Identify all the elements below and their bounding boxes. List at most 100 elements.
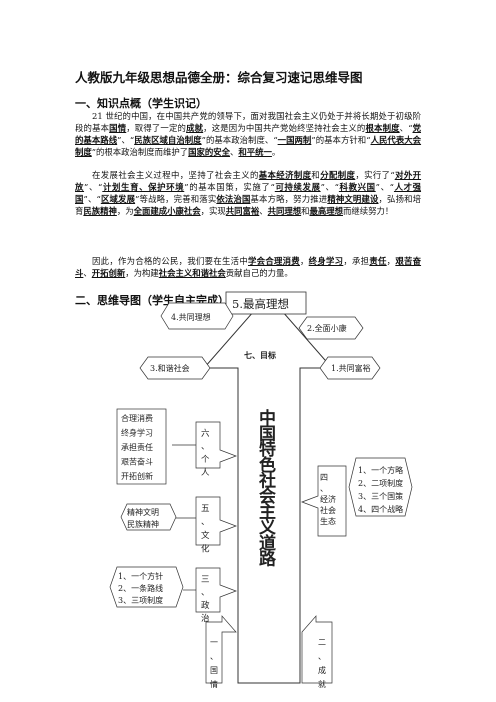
key-term: 国家的安全 [188, 146, 231, 157]
key-term: 成就 [186, 122, 204, 133]
text-run: ”、“ [375, 181, 394, 192]
personal-list-item: 承担责任 [121, 442, 153, 452]
node-three-char: 三 [201, 575, 210, 585]
node-six-box [195, 421, 237, 469]
personal-list-item: 合理消费 [121, 413, 153, 423]
key-term: 和平统一 [238, 146, 272, 157]
text-run: 、“ [399, 122, 413, 133]
node-two-char: 成 [318, 665, 326, 675]
text-run: ，实现 [200, 205, 226, 216]
node-six-char: 、 [201, 442, 210, 452]
text-run: 在发展社会主义过程中，坚持了社会主义的 [92, 170, 259, 180]
text-run: ，承担 [343, 256, 370, 266]
text-run: ，取得了一定的 [126, 122, 187, 133]
key-term: 科教兴国 [338, 181, 376, 192]
text-run: 和 [301, 205, 310, 216]
node-five-char: 五 [201, 504, 210, 514]
key-term: 计划生育、保护环境 [102, 181, 185, 192]
text-run: 、 [259, 205, 268, 216]
node-one-box [205, 615, 237, 684]
key-term: 民族精神 [83, 205, 117, 216]
key-term: 一国两制 [277, 134, 312, 145]
key-term: 学会合理消费 [247, 256, 300, 266]
text-run: ”的基本国策，实施了“ [184, 181, 275, 192]
text-run: ，弘扬和培育 [75, 193, 422, 216]
node-five-box [195, 496, 237, 546]
node-five-char: 、 [201, 518, 210, 528]
node-three-label: 三、政治 [201, 575, 210, 624]
key-term: 责任 [369, 256, 387, 266]
key-term: 人才强国 [75, 181, 422, 204]
key-term: 终身学习 [308, 256, 344, 266]
text-run: ， [299, 256, 309, 266]
text-run: ”的根本政治制度而维护了 [91, 146, 189, 157]
key-term: 区域发展 [100, 193, 136, 204]
text-run: ”、“ [117, 134, 135, 145]
goal-box-prosperity [319, 356, 381, 380]
text-run: 、 [230, 146, 239, 157]
document-title: 人教版九年级思想品德全册：综合复习速记思维导图 [75, 70, 363, 85]
node-four-char: 经济 [320, 494, 336, 504]
goal-box-common-ideal [160, 302, 234, 330]
economy-list-item: 1、一个方略 [358, 465, 403, 475]
politics-list-item: 1、一个方针 [118, 571, 163, 581]
center-char: 义 [259, 517, 276, 538]
text-run: 因此，作为合格的公民，我们要在生活中 [92, 256, 248, 266]
top-ideal-box [225, 291, 307, 315]
text-run: ”的基本方针和“ [311, 134, 371, 145]
text-run: 而继续努力！ [343, 205, 394, 216]
node-four-char: 生态 [320, 516, 336, 526]
center-char: 中 [259, 408, 276, 429]
key-term: 共同理想 [267, 205, 302, 216]
node-two-char: 就 [318, 679, 326, 689]
goal-common-ideal-label: 4.共同理想 [171, 312, 211, 322]
economy-list-item: 3、三个国策 [358, 491, 403, 501]
node-three-char: 政 [201, 600, 210, 611]
key-term: 国情 [109, 122, 127, 133]
text-run: 和 [311, 170, 321, 180]
text-run: ”、“ [84, 181, 103, 192]
node-two-char: 、 [318, 652, 326, 661]
paragraph-1: 21 世纪的中国，在中国共产党的领导下，面对我国社会主义仍处于并将长期处于初级阶… [75, 111, 421, 159]
node-one-char: 、 [210, 652, 218, 661]
node-six-char: 个 [201, 455, 210, 465]
node-two-box [301, 615, 333, 684]
key-term: 分配制度 [320, 170, 356, 180]
node-one-char: 一 [210, 638, 218, 647]
goal-prosperity-label: 1.共同富裕 [331, 363, 371, 373]
economy-list-item: 4、四个战略 [358, 504, 403, 514]
spirit-list-item: 民族精神 [127, 519, 159, 529]
spirit-list-box [120, 503, 177, 531]
key-term: 依法治国 [216, 193, 251, 204]
center-char: 特 [259, 439, 276, 460]
node-one-char: 国 [210, 666, 218, 675]
node-three-box [195, 567, 237, 613]
goal-box-xiaokang [298, 316, 364, 340]
text-run: ”、“ [83, 193, 101, 204]
text-run: ， [386, 256, 396, 266]
politics-list-box [109, 566, 184, 608]
paragraph-3: 因此，作为合格的公民，我们要在生活中学会合理消费，终身学习，承担责任，艰苦奋斗、… [75, 256, 421, 280]
key-term: 根本制度 [365, 122, 400, 133]
node-six-char: 六 [201, 428, 210, 439]
node-four-box [301, 465, 347, 537]
text-run: 基本方略，努力推进 [250, 193, 328, 204]
text-run: ，实行了“ [355, 170, 395, 180]
key-term: 对外开放 [75, 170, 422, 192]
key-term: 艰苦奋斗 [75, 256, 422, 278]
node-five-char: 文 [201, 530, 210, 541]
key-term: 精神文明建设 [327, 193, 379, 204]
node-one-label: 一、国情 [210, 638, 218, 689]
key-term: 最高理想 [309, 205, 344, 216]
spirit-list-item: 精神文明 [127, 507, 159, 517]
key-term: 开拓创新 [91, 267, 126, 278]
center-char: 色 [259, 455, 276, 476]
key-term: 民族区域自治制度 [134, 134, 202, 145]
section1-heading: 一、知识点概（学生识记） [75, 97, 207, 110]
economy-list-box [348, 457, 413, 517]
